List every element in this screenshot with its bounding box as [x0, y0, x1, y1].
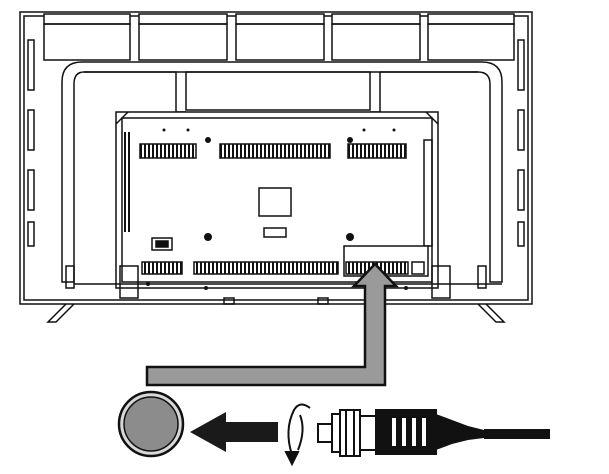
coax-socket-icon	[117, 390, 185, 458]
insert-arrow-icon	[190, 412, 278, 452]
screw-holes	[146, 128, 408, 290]
routing-arrow-icon	[145, 262, 399, 387]
tv-back-outline	[19, 11, 533, 323]
rotate-arrow-icon	[284, 403, 311, 467]
cable-icon	[436, 414, 550, 450]
coax-plug-icon	[317, 409, 437, 457]
